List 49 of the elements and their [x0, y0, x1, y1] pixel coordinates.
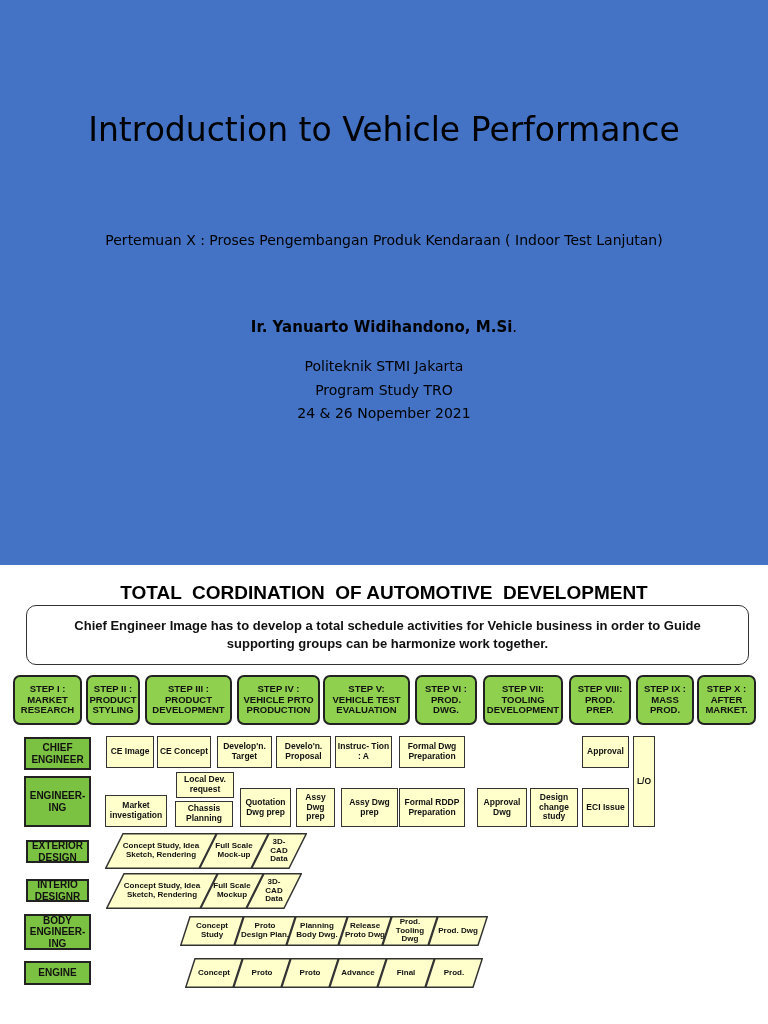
task-parallelogram: Prod. Dwg: [428, 916, 488, 946]
role-label: INTERIO DESIGNR: [26, 879, 89, 902]
role-label: BODY ENGINEER- ING: [24, 914, 91, 950]
task-box: CE Image: [106, 736, 154, 768]
task-box: Design change study: [530, 788, 578, 827]
task-box: Local Dev. request: [176, 772, 234, 798]
task-box: Approval: [582, 736, 629, 768]
author-name: Ir. Yanuarto Widihandono, M.Si.: [249, 318, 519, 336]
task-parallelogram: Advance: [329, 958, 387, 988]
task-box: Chassis Planning: [175, 801, 233, 827]
task-parallelogram: Proto: [281, 958, 339, 988]
task-box: Assy Dwg prep: [341, 788, 398, 827]
role-label: EXTERIOR DESIGN: [26, 840, 89, 863]
step-box: STEP VIII: PROD. PREP.: [569, 675, 631, 725]
task-box: CE Concept: [157, 736, 211, 768]
step-box: STEP V: VEHICLE TEST EVALUATION: [323, 675, 410, 725]
task-box: Formal RDDP Preparation: [399, 788, 465, 827]
task-box: L/O: [633, 736, 655, 827]
task-box: Develop'n. Target: [217, 736, 272, 768]
affiliation-text: Program Study TRO: [314, 382, 454, 398]
task-box: Assy Dwg prep: [296, 788, 335, 827]
role-label: ENGINEER- ING: [24, 776, 91, 827]
task-parallelogram: Prod.: [425, 958, 483, 988]
task-box: Quotation Dwg prep: [240, 788, 291, 827]
step-box: STEP X : AFTER MARKET.: [697, 675, 756, 725]
note-box: Chief Engineer Image has to develop a total schedule activities for Vehicle business in order to Guide supporting groups can be harmonize work together.: [26, 605, 749, 665]
role-label: CHIEF ENGINEER: [24, 737, 91, 770]
task-box: Market investigation: [105, 795, 167, 827]
task-box: ECI Issue: [582, 788, 629, 827]
task-box: Develo'n. Proposal: [276, 736, 331, 768]
step-box: STEP IV : VEHICLE PRTO PRODUCTION: [237, 675, 320, 725]
section-heading: TOTAL CORDINATION OF AUTOMOTIVE DEVELOPMENT: [119, 582, 649, 604]
affiliation-text: 24 & 26 Nopember 2021: [296, 405, 472, 421]
slide-title: Introduction to Vehicle Performance: [87, 109, 681, 151]
step-box: STEP I : MARKET RESEARCH: [13, 675, 82, 725]
task-parallelogram: Proto: [233, 958, 291, 988]
task-parallelogram: Final: [377, 958, 435, 988]
subtitle: Pertemuan X : Proses Pengembangan Produk Kendaraan ( Indoor Test Lanjutan): [104, 232, 664, 248]
step-box: STEP II : PRODUCT STYLING: [86, 675, 140, 725]
task-box: Formal Dwg Preparation: [399, 736, 465, 768]
affiliation-text: Politeknik STMI Jakarta: [303, 358, 465, 374]
task-box: Approval Dwg: [477, 788, 527, 827]
step-box: STEP III : PRODUCT DEVELOPMENT: [145, 675, 232, 725]
step-box: STEP VII: TOOLING DEVELOPMENT: [483, 675, 563, 725]
task-parallelogram: Concept: [185, 958, 243, 988]
task-box: Instruc- Tion : A: [335, 736, 392, 768]
role-label: ENGINE: [24, 961, 91, 985]
step-box: STEP VI : PROD. DWG.: [415, 675, 477, 725]
step-box: STEP IX : MASS PROD.: [636, 675, 694, 725]
